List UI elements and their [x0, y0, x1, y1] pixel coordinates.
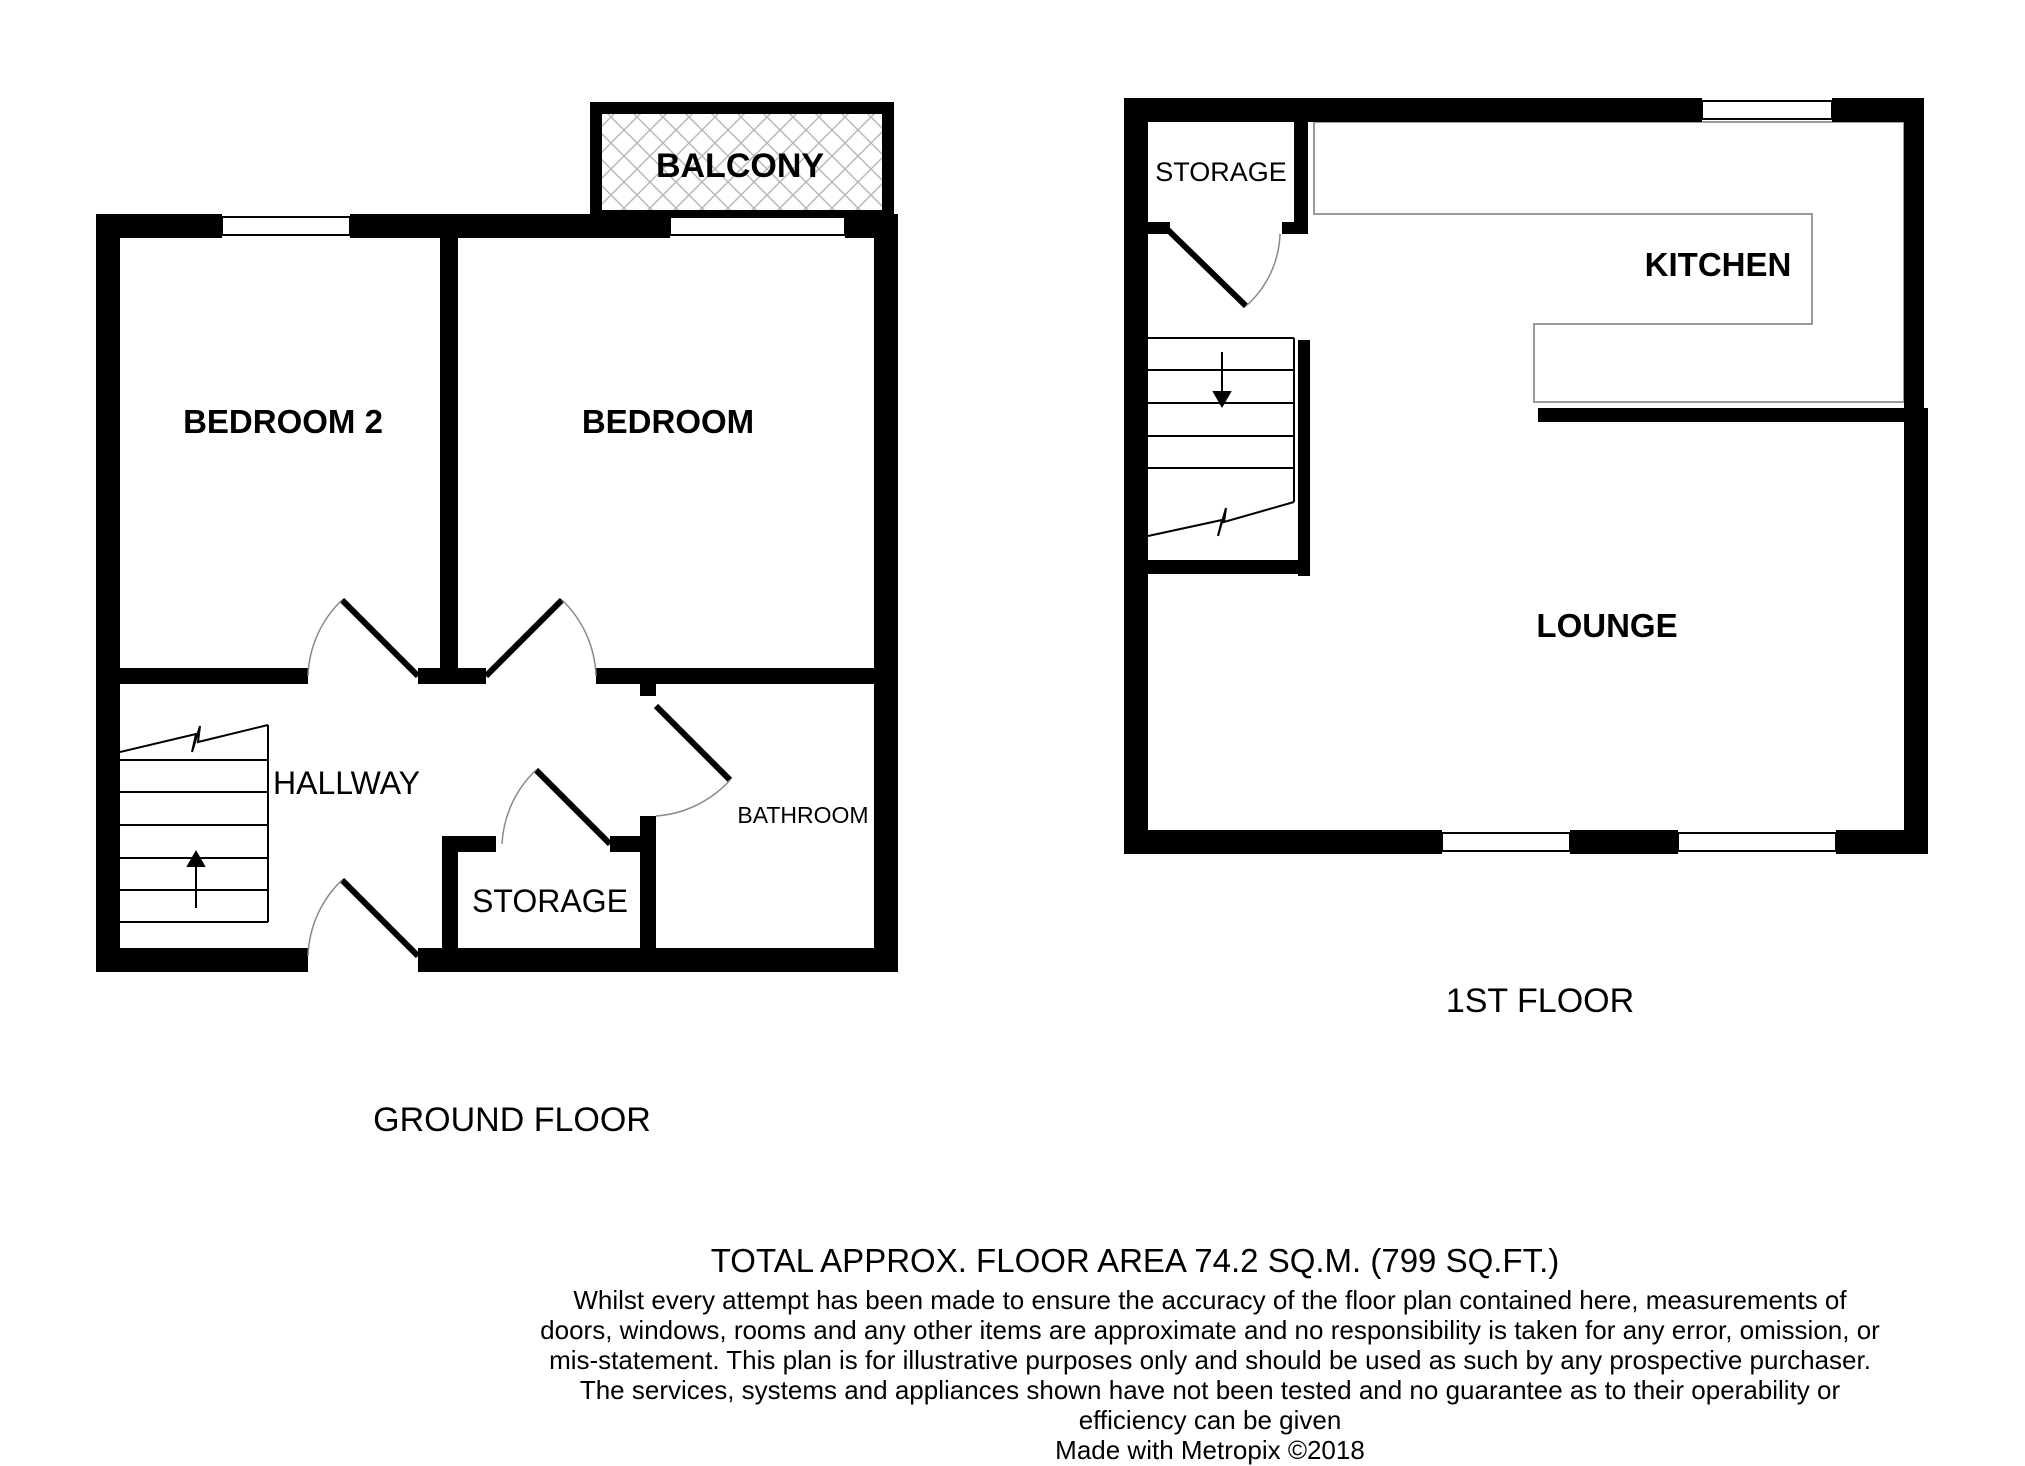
- ground-floor-windows: [221, 216, 846, 236]
- first-floor-stairs: [1147, 337, 1295, 537]
- room-label-bathroom: BATHROOM: [737, 802, 868, 828]
- ground-floor-stairs: [119, 724, 269, 923]
- ground-floor-interior-walls: [120, 238, 874, 950]
- window-lounge-right: [1677, 832, 1837, 852]
- first-floor-storage-door: [1165, 227, 1281, 309]
- window-lounge-left: [1441, 832, 1571, 852]
- window-bedroom: [669, 216, 846, 236]
- kitchen-worktops: [1313, 121, 1905, 403]
- metropix-credit: Made with Metropix ©2018: [1055, 1435, 1365, 1465]
- room-label-hallway: HALLWAY: [273, 765, 420, 801]
- ground-floor-plan: BALCONY BEDROOM 2 BEDROOM HALLWAY STORAG…: [96, 102, 898, 1139]
- room-label-kitchen: KITCHEN: [1645, 246, 1792, 283]
- ground-floor-label: GROUND FLOOR: [373, 1101, 651, 1139]
- room-label-bedroom-2: BEDROOM 2: [183, 403, 383, 440]
- ground-floor-doors: [307, 597, 733, 959]
- room-label-storage-ground: STORAGE: [472, 883, 628, 919]
- first-floor-label: 1ST FLOOR: [1446, 982, 1634, 1020]
- disclaimer-text: Whilst every attempt has been made to en…: [540, 1285, 1880, 1435]
- room-label-bedroom: BEDROOM: [582, 403, 754, 440]
- first-floor-windows: [1441, 100, 1837, 852]
- window-bedroom-2: [221, 216, 351, 236]
- total-floor-area: TOTAL APPROX. FLOOR AREA 74.2 SQ.M. (799…: [710, 1242, 1560, 1279]
- first-floor-interior-walls: [1148, 120, 1928, 576]
- room-label-lounge: LOUNGE: [1536, 607, 1677, 644]
- room-label-storage-first: STORAGE: [1155, 157, 1287, 187]
- window-kitchen: [1701, 100, 1833, 120]
- ground-floor-outer-walls: [96, 214, 898, 972]
- first-floor-outer-walls: [1124, 98, 1928, 854]
- first-floor-plan: STORAGE KITCHEN LOUNGE 1ST FLOOR: [1124, 98, 1928, 1020]
- room-label-balcony: BALCONY: [656, 147, 824, 185]
